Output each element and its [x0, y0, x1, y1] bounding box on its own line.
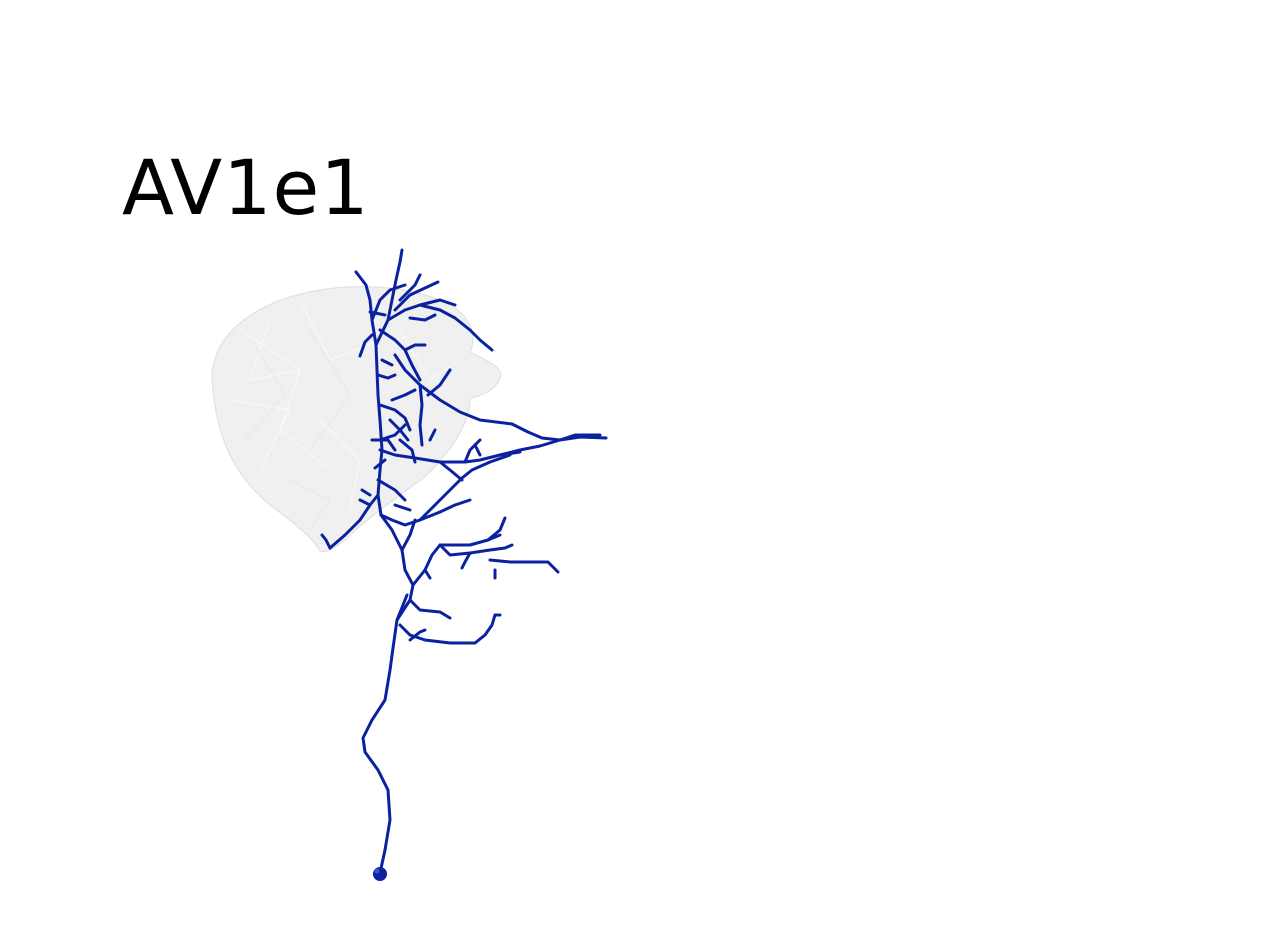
neuron-skeleton [320, 248, 608, 875]
soma [373, 867, 387, 881]
neuron-name-title: AV1e1 [122, 143, 370, 232]
primary-neurite [354, 270, 415, 875]
neuropil-mesh [211, 285, 502, 553]
